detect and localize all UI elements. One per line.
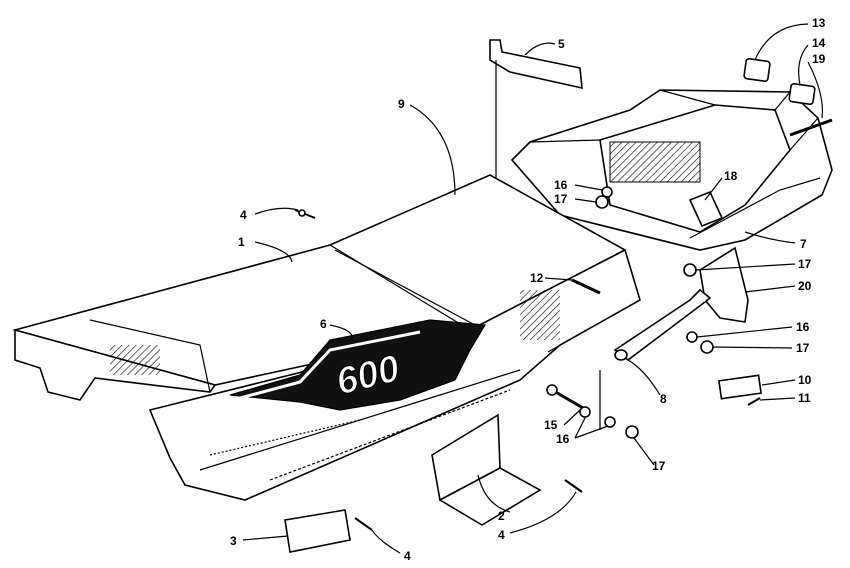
- bolt-12: [571, 278, 601, 295]
- callout-1: 1: [238, 235, 245, 249]
- callout-15: 15: [544, 418, 558, 432]
- washer-16: [579, 406, 616, 428]
- flap-strip: [489, 39, 583, 180]
- callout-19: 19: [812, 52, 826, 66]
- callout-13: 13: [812, 16, 826, 30]
- reflector-pad-13: [743, 58, 771, 82]
- callout-7: 7: [800, 237, 807, 251]
- screw-19: [789, 118, 833, 137]
- rivet-4-top: [294, 209, 316, 219]
- callout-17-mid: 17: [798, 257, 812, 271]
- rivet-4-bottom-right: [564, 479, 583, 493]
- callout-17-right: 17: [796, 341, 810, 355]
- callout-20: 20: [798, 279, 812, 293]
- reflector-pad-14: [788, 83, 816, 105]
- front-lip: [14, 319, 217, 401]
- callout-16-upper: 16: [554, 178, 568, 192]
- callout-18: 18: [724, 169, 738, 183]
- callout-5: 5: [558, 37, 565, 51]
- bracket-18: [688, 190, 724, 228]
- callout-16-lower: 16: [556, 432, 570, 446]
- callout-10: 10: [798, 373, 812, 387]
- callout-12: 12: [530, 271, 544, 285]
- bumper-bar: [613, 288, 712, 362]
- callout-8: 8: [660, 392, 667, 406]
- leader-lines: [242, 23, 824, 554]
- rear-seat-base: [510, 89, 833, 251]
- callout-4-top: 4: [240, 208, 247, 222]
- callout-4-bottom-left: 4: [404, 549, 411, 563]
- nut-17: [625, 425, 639, 439]
- mount-bracket-2: [431, 413, 542, 526]
- callout-17-upper: 17: [554, 192, 568, 206]
- callout-11: 11: [798, 391, 811, 405]
- callout-4-bottom-right: 4: [498, 528, 505, 542]
- plate-3: [284, 509, 351, 553]
- callout-17-lower: 17: [652, 459, 666, 473]
- screw-11: [747, 397, 761, 406]
- callout-labels: 1 2 3 4 4 4 5 6 7 8 9 10 11 12 13 14 15 …: [230, 16, 826, 563]
- decal-600: 600: [229, 319, 487, 411]
- reflector-plate-10: [718, 374, 762, 400]
- callout-3: 3: [230, 534, 237, 548]
- callout-14: 14: [812, 36, 826, 50]
- callout-6: 6: [320, 317, 327, 331]
- callout-16-right: 16: [796, 320, 810, 334]
- side-bracket: [699, 246, 749, 323]
- callout-9: 9: [398, 97, 405, 111]
- callout-2: 2: [498, 509, 505, 523]
- rivet-4-bottom-left: [354, 517, 373, 531]
